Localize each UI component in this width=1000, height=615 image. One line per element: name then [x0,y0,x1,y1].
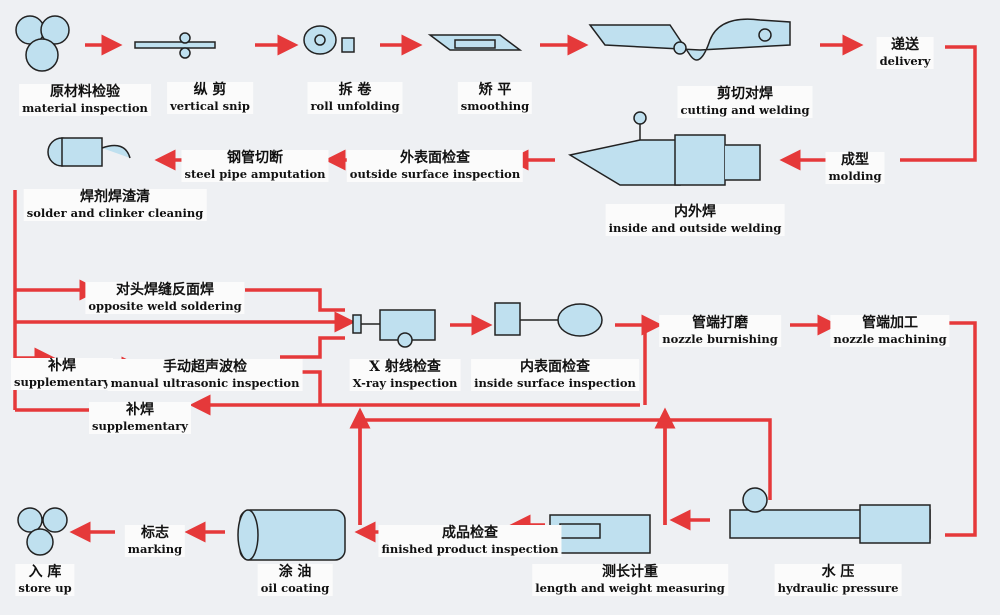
step-label-en: marking [127,542,183,556]
step-label-zh: 补焊 [125,402,154,418]
step-label-zh: 手动超声波检 [163,359,247,375]
cutting-welding-machine-icon [588,18,791,61]
step-label-zh: 内外焊 [674,204,716,220]
step-label-en: oil coating [260,581,330,595]
flow-line [945,321,977,537]
step-label-en: vertical snip [170,99,250,113]
step-label-en: smoothing [460,99,530,113]
step-label-en: nozzle machining [833,332,947,346]
flow-line [245,288,345,312]
step-label-zh: 拆 卷 [338,82,372,98]
smoothing-icon [427,34,523,51]
step-label-en: finished product inspection [381,542,559,556]
length-weight-icon [549,514,651,554]
step-label-en: supplementary [14,375,110,389]
flow-line [360,418,772,500]
step-label-zh: 对头焊缝反面焊 [115,282,214,298]
step-label-zh: 成品检查 [442,525,498,541]
cleaning-machine-icon [47,137,131,167]
step-label-en: opposite weld soldering [88,299,242,313]
step-label-zh: 剪切对焊 [716,86,773,102]
step-label-zh: 补焊 [47,358,76,374]
step-label-zh: 标志 [140,525,169,541]
step-label-zh: 管端打磨 [692,315,748,331]
step-label-en: roll unfolding [310,99,400,113]
step-label-en: inside surface inspection [474,376,636,390]
step-label-en: material inspection [22,101,148,115]
step-label-en: solder and clinker cleaning [26,206,204,220]
step-label-en: X-ray inspection [352,376,458,390]
step-label-zh: 矫 平 [478,82,512,98]
step-label-en: molding [828,169,882,183]
step-label-en: nozzle burnishing [662,332,778,346]
step-label-zh: 水 压 [821,564,855,580]
step-label-en: cutting and welding [680,103,810,117]
inside-inspection-icon [494,302,603,337]
hydraulic-press-icon [729,487,931,544]
step-label-zh: 管端加工 [861,315,918,331]
step-label-en: steel pipe amputation [184,167,326,181]
step-label-zh: 钢管切断 [227,150,283,166]
step-label-en: hydraulic pressure [777,581,899,595]
coil-stack-icon [15,15,70,72]
stored-pipes-icon [17,507,68,556]
step-label-zh: 成型 [841,152,869,168]
step-label-zh: 入 库 [28,564,62,580]
step-label-en: inside and outside welding [608,221,782,235]
step-label-zh: 外表面检查 [399,150,470,166]
flow-line [280,336,345,359]
roll-unfolding-icon [303,25,355,55]
step-label-en: length and weight measuring [535,581,725,595]
step-label-zh: 内表面检查 [519,359,590,375]
step-label-zh: 焊剂焊渣清 [79,189,150,205]
step-label-en: delivery [879,54,931,68]
step-label-zh: 涂 油 [278,564,312,580]
oil-coating-pipe-icon [237,509,346,561]
step-label-zh: X 射线检查 [369,359,441,375]
step-label-zh: 纵 剪 [193,82,227,98]
step-label-zh: 测长计重 [602,564,658,580]
snip-machine-icon [134,32,216,59]
step-label-en: store up [18,581,72,595]
step-label-en: outside surface inspection [349,167,521,181]
step-label-en: manual ultrasonic inspection [110,376,300,390]
step-label-zh: 递送 [891,37,919,53]
step-label-en: supplementary [92,419,188,433]
forming-welding-line-icon [567,111,761,186]
flow-line [900,45,977,162]
step-label-zh: 原材料检验 [50,84,120,100]
xray-machine-icon [352,309,436,348]
